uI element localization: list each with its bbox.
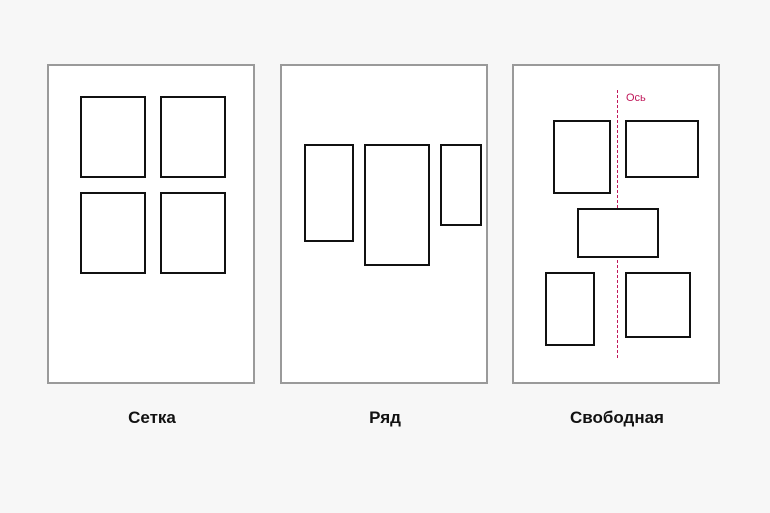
free-layout-caption: Свободная (570, 408, 664, 427)
axis-label: Ось (626, 92, 646, 104)
picture-frame (577, 208, 659, 258)
picture-frame (553, 120, 611, 194)
picture-frame (80, 192, 146, 274)
picture-frame (545, 272, 595, 346)
picture-frame (625, 120, 699, 178)
picture-frame (160, 192, 226, 274)
free-layout-panel: Ось (512, 64, 720, 384)
picture-frame (440, 144, 482, 226)
row-layout-panel (280, 64, 488, 384)
picture-frame (80, 96, 146, 178)
grid-layout-panel (47, 64, 255, 384)
row-layout-caption: Ряд (369, 408, 401, 427)
picture-frame (160, 96, 226, 178)
picture-frame (304, 144, 354, 242)
picture-frame (364, 144, 430, 266)
grid-layout-caption: Сетка (128, 408, 176, 427)
picture-frame (625, 272, 691, 338)
